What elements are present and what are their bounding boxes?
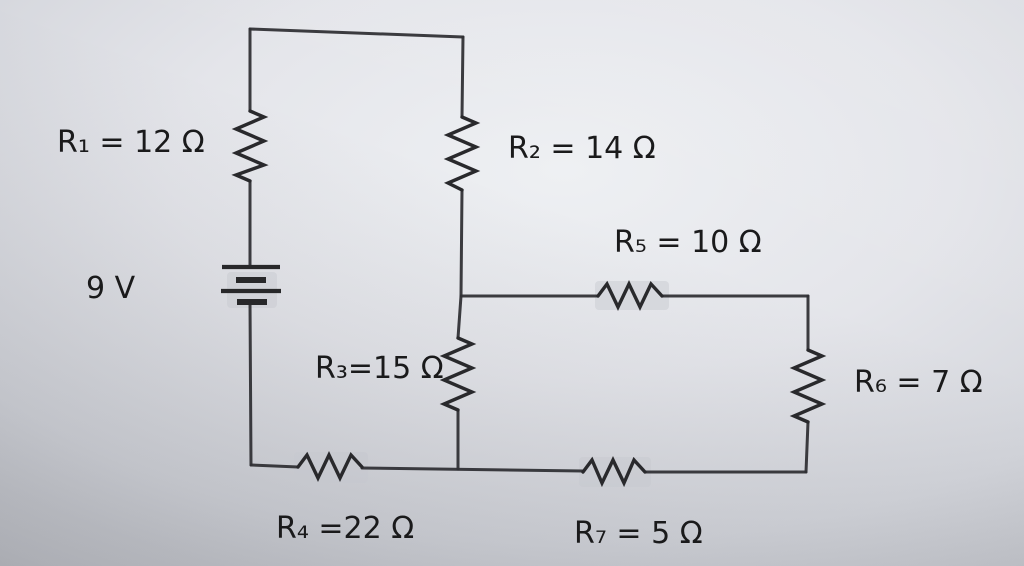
resistor-r5: R₅ = 10 Ω	[596, 225, 762, 311]
resistor-r7-label: R₇ = 5 Ω	[574, 516, 703, 551]
top-wire	[248, 27, 465, 39]
resistor-r1: R₁ = 12 Ω	[57, 109, 269, 183]
wires	[248, 27, 810, 474]
resistor-r7: R₇ = 5 Ω	[574, 456, 703, 551]
resistor-r6-label: R₆ = 7 Ω	[854, 365, 983, 400]
resistor-r2-label: R₂ = 14 Ω	[508, 131, 656, 166]
resistor-r1-zigzag	[231, 109, 269, 183]
resistor-r3: R₃=15 Ω	[315, 336, 477, 412]
middle-wire-lower	[456, 294, 463, 340]
resistor-r4-zigzag	[296, 451, 364, 482]
resistor-r2: R₂ = 14 Ω	[443, 115, 656, 192]
resistor-r6: R₆ = 7 Ω	[789, 348, 983, 424]
battery-voltage-label: 9 V	[86, 271, 136, 306]
resistor-r3-label: R₃=15 Ω	[315, 351, 444, 386]
bottom-wire-left	[249, 463, 300, 469]
resistor-r7-zigzag	[581, 456, 647, 488]
resistor-r5-zigzag	[596, 280, 664, 311]
middle-wire-upper	[460, 35, 465, 119]
resistor-r5-label: R₅ = 10 Ω	[614, 225, 762, 260]
middle-wire-mid	[459, 188, 464, 298]
bottom-wire-mid	[360, 466, 585, 473]
battery-symbol	[221, 264, 281, 305]
resistor-r1-label: R₁ = 12 Ω	[57, 125, 205, 160]
left-wire-lower	[248, 300, 253, 467]
resistor-r4-label: R₄ =22 Ω	[276, 511, 414, 546]
resistor-r4: R₄ =22 Ω	[276, 451, 414, 546]
resistor-r6-zigzag	[789, 348, 827, 424]
resistor-r3-zigzag	[439, 336, 477, 412]
resistor-r2-zigzag	[443, 115, 481, 192]
right-wire-lower	[804, 420, 810, 474]
